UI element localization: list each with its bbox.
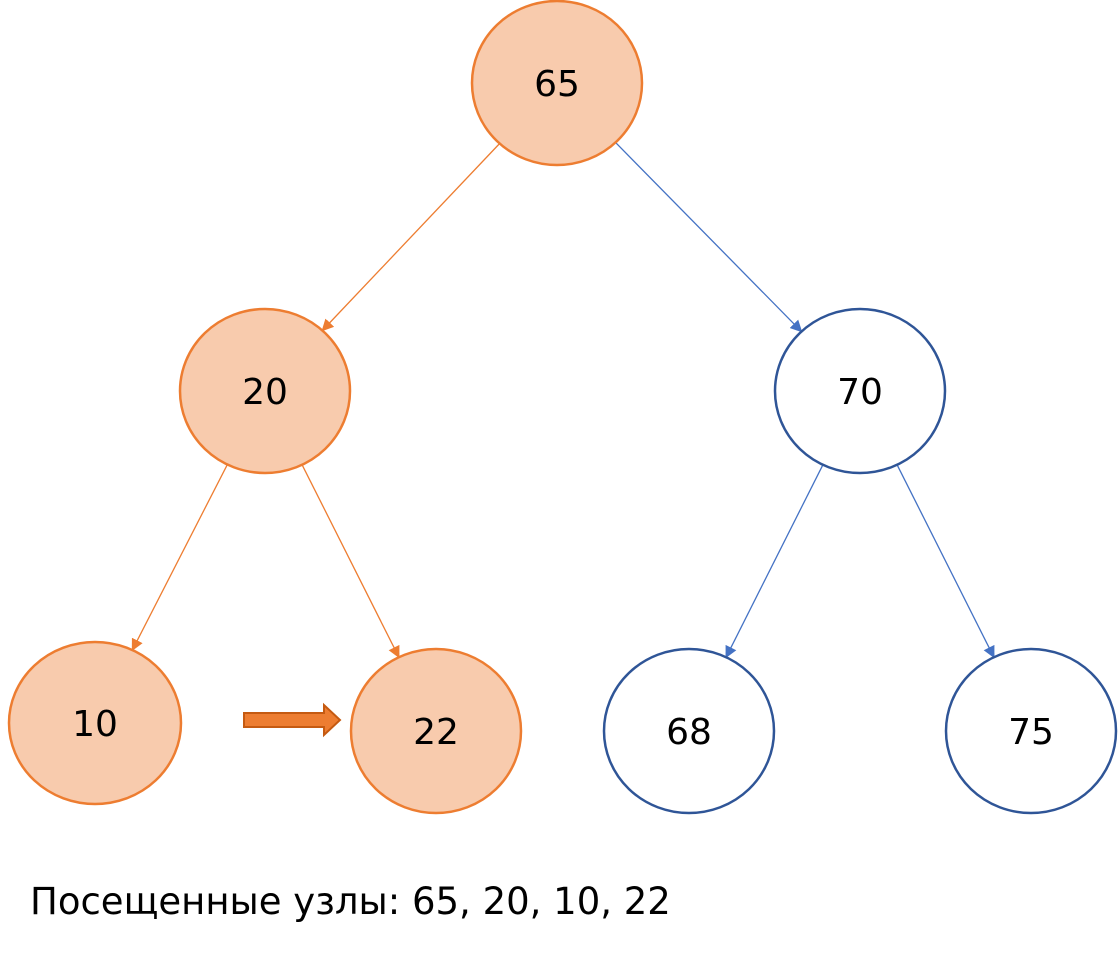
edges-layer bbox=[131, 142, 995, 659]
tree-node-label: 75 bbox=[1008, 712, 1054, 753]
tree-node-label: 10 bbox=[72, 704, 118, 745]
tree-node-label: 22 bbox=[413, 712, 459, 753]
edge-70-75 bbox=[896, 464, 995, 659]
edge-20-10 bbox=[131, 464, 228, 652]
edge-65-70 bbox=[615, 142, 803, 333]
tree-node-20: 20 bbox=[178, 307, 352, 475]
tree-node-circle bbox=[944, 647, 1118, 815]
tree-node-circle bbox=[470, 0, 644, 167]
tree-node-circle bbox=[178, 307, 352, 475]
tree-node-label: 70 bbox=[837, 372, 883, 413]
tree-node-label: 65 bbox=[534, 64, 580, 105]
tree-node-65: 65 bbox=[470, 0, 644, 167]
tree-node-label: 68 bbox=[666, 712, 712, 753]
tree-node-circle bbox=[773, 307, 947, 475]
tree-node-75: 75 bbox=[944, 647, 1118, 815]
edge-70-68 bbox=[725, 464, 824, 659]
tree-node-circle bbox=[602, 647, 776, 815]
tree-node-label: 20 bbox=[242, 372, 288, 413]
traversal-arrow-icon bbox=[243, 702, 342, 738]
tree-node-10: 10 bbox=[7, 640, 183, 806]
tree-node-22: 22 bbox=[349, 647, 523, 815]
tree-node-circle bbox=[7, 640, 183, 806]
visited-nodes-caption: Посещенные узлы: 65, 20, 10, 22 bbox=[30, 880, 671, 923]
edge-65-20 bbox=[321, 143, 501, 332]
tree-node-68: 68 bbox=[602, 647, 776, 815]
edge-20-22 bbox=[301, 464, 400, 659]
tree-node-70: 70 bbox=[773, 307, 947, 475]
tree-node-circle bbox=[349, 647, 523, 815]
nodes-layer: 65 20 70 10 22 68 75 bbox=[7, 0, 1118, 815]
